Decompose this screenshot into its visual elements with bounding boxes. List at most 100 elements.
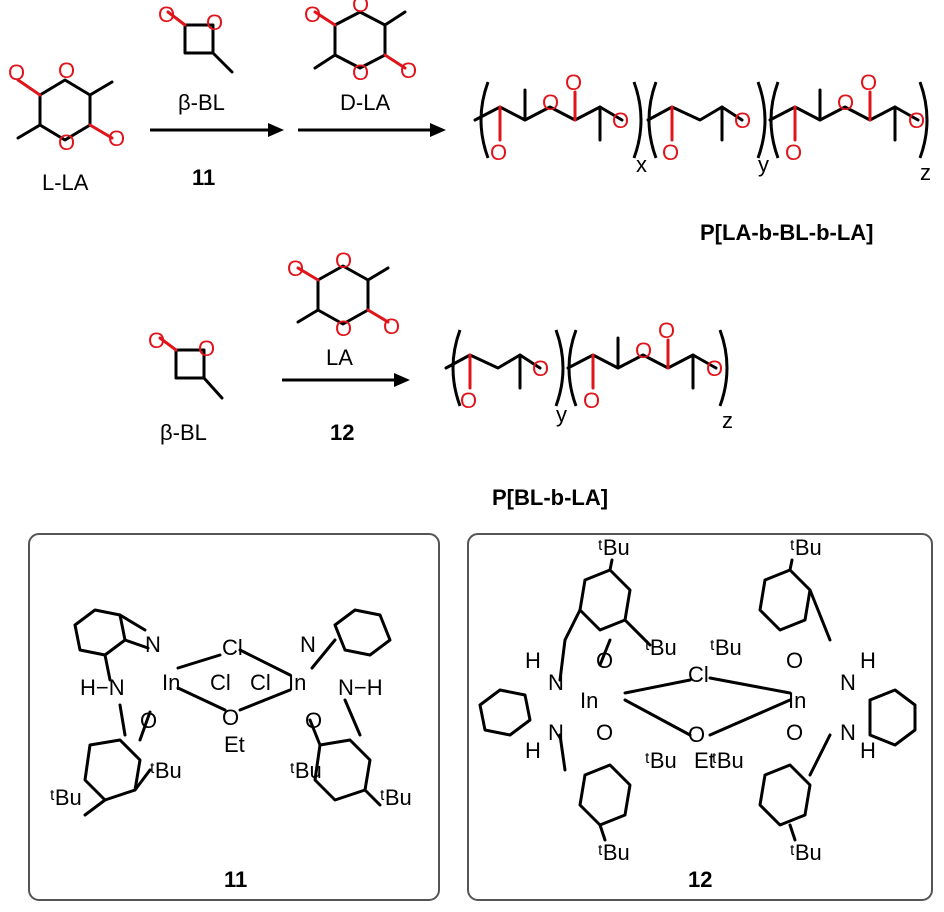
svg-text:Cl: Cl [222,635,243,660]
svg-text:O: O [287,256,304,281]
beta-butyrolactone-structure: O O [158,2,234,74]
catalyst-12-panel [467,533,933,901]
svg-text:O: O [612,108,629,133]
svg-text:O: O [635,338,652,363]
svg-text:O: O [335,316,352,341]
svg-text:O: O [352,60,369,85]
svg-text:O: O [158,2,175,27]
catalyst-11-panel [28,533,440,901]
panel-11-label: 11 [224,867,247,892]
svg-text:Et: Et [694,748,715,773]
svg-text:O: O [542,90,559,115]
svg-text:O: O [58,58,75,83]
arrow-head-3 [394,373,410,387]
subscript-y-bottom: y [556,402,567,427]
svg-text:N: N [840,720,856,745]
svg-text:N: N [840,670,856,695]
arrow-head-1 [268,123,284,137]
svg-text:O: O [460,388,477,413]
svg-text:In: In [788,688,806,713]
svg-text:ᵗBu: ᵗBu [50,785,82,810]
svg-text:ᵗBu: ᵗBu [790,535,822,560]
svg-text:O: O [565,70,582,95]
reagent2-label: D-LA [340,90,390,115]
svg-text:In: In [288,670,306,695]
svg-text:O: O [786,720,803,745]
catalyst-11-structure [73,608,392,817]
d-lactide-structure: O O O O [304,0,417,85]
svg-text:N: N [145,632,161,657]
svg-text:ᵗBu: ᵗBu [790,840,822,865]
svg-text:O: O [352,0,369,17]
svg-text:Cl: Cl [250,670,271,695]
subscript-z-bottom: z [722,408,733,433]
svg-text:O: O [400,58,417,83]
svg-text:O: O [335,248,352,273]
svg-text:ᵗBu: ᵗBu [598,840,630,865]
svg-text:Et: Et [224,732,245,757]
svg-text:O: O [108,126,125,151]
diblock-product-label: P[BL-b-LA] [492,485,608,510]
svg-text:H: H [860,648,876,673]
lactide-structure: O O O O [287,248,400,341]
l-lactide-label: L-LA [42,170,89,195]
svg-text:H−N: H−N [80,675,125,700]
svg-text:O: O [662,140,679,165]
svg-text:O: O [304,2,321,27]
catalyst-label-12: 12 [330,420,354,445]
svg-text:ᵗBu: ᵗBu [645,635,677,660]
svg-text:H: H [860,738,876,763]
svg-text:O: O [596,648,613,673]
svg-text:ᵗBu: ᵗBu [380,785,412,810]
svg-text:O: O [837,90,854,115]
svg-text:In: In [580,688,598,713]
diblock-polymer-structure: O O O O O O [444,318,729,413]
arrow-head-2 [430,123,446,137]
svg-text:O: O [860,70,877,95]
reagent1-label: β-BL [178,90,225,115]
triblock-product-label: P[LA-b-BL-b-LA] [700,220,874,245]
svg-text:O: O [58,130,75,155]
l-lactide-structure: O O O O [8,58,125,155]
svg-text:O: O [206,10,223,35]
svg-text:N−H: N−H [338,675,383,700]
subscript-x: x [636,152,647,177]
svg-text:O: O [596,720,613,745]
catalyst-label-11: 11 [192,165,215,190]
svg-text:O: O [688,722,705,747]
svg-text:O: O [198,336,215,361]
svg-text:H: H [525,648,541,673]
svg-text:O: O [532,356,549,381]
svg-text:O: O [583,388,600,413]
svg-text:N: N [300,632,316,657]
svg-text:O: O [305,708,322,733]
svg-text:O: O [786,648,803,673]
svg-text:Cl: Cl [688,662,709,687]
svg-text:O: O [658,318,675,343]
svg-text:H: H [525,738,541,763]
subscript-z-top: z [920,160,931,185]
beta-bl-label: β-BL [160,420,207,445]
svg-text:O: O [785,140,802,165]
catalyst-12-structure [478,558,917,842]
svg-text:ᵗBu: ᵗBu [712,748,744,773]
svg-text:N: N [548,670,564,695]
svg-text:ᵗBu: ᵗBu [598,535,630,560]
svg-text:N: N [548,720,564,745]
svg-text:O: O [734,108,751,133]
beta-butyrolactone-structure-2: O O [148,328,224,400]
triblock-polymer-structure: O O O O O O O O O O [473,70,929,165]
svg-text:ᵗBu: ᵗBu [290,758,322,783]
svg-text:O: O [490,140,507,165]
svg-text:O: O [8,60,25,85]
svg-text:ᵗBu: ᵗBu [645,748,677,773]
svg-text:O: O [140,708,157,733]
svg-text:ᵗBu: ᵗBu [150,758,182,783]
reagent-la-label: LA [326,345,353,370]
svg-text:O: O [706,356,723,381]
subscript-y: y [758,152,769,177]
svg-text:O: O [383,314,400,339]
svg-text:ᵗBu: ᵗBu [710,635,742,660]
svg-text:O: O [222,705,239,730]
